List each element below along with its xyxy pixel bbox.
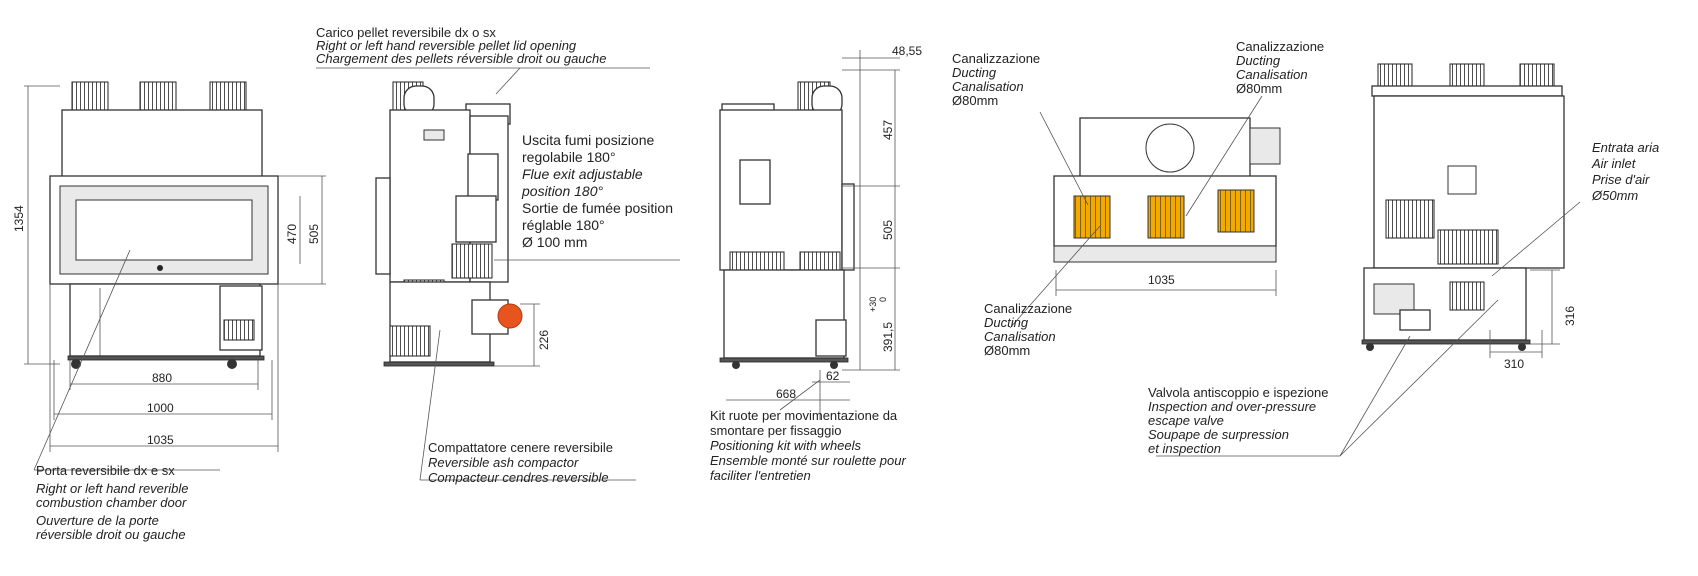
pellet-label: Carico pellet reversibile dx o sx Right … <box>316 26 607 65</box>
door-label-en2: combustion chamber door <box>36 495 187 510</box>
valve-fr2: et inspection <box>1148 441 1221 456</box>
dim-side-505: 505 <box>881 220 895 240</box>
top-view <box>1009 95 1281 329</box>
valve-en1: Inspection and over-pressure <box>1148 399 1317 414</box>
duct-b-en: Ducting <box>1236 53 1281 68</box>
dim-front-1035: 1035 <box>147 433 174 447</box>
air-fr: Prise d'air <box>1592 172 1650 187</box>
side-view-flue <box>316 67 680 481</box>
flue-label-it1: Uscita fumi posizione <box>522 132 655 148</box>
dim-top-1035: 1035 <box>1148 273 1175 287</box>
duct-a-label: Canalizzazione Ducting Canalisation Ø80m… <box>952 52 1040 108</box>
flue-label-en1: Flue exit adjustable <box>522 166 643 182</box>
door-label: Porta reversibile dx e sx Right or left … <box>36 464 188 542</box>
door-label-fr2: réversible droit ou gauche <box>36 527 186 542</box>
duct-b-label: Canalizzazione Ducting Canalisation Ø80m… <box>1236 40 1324 96</box>
dim-front-height: 1354 <box>12 205 26 232</box>
duct-a-fr: Canalisation <box>952 79 1024 94</box>
side-view-wheels <box>719 50 900 420</box>
air-inlet-label: Entrata aria Air inlet Prise d'air Ø50mm <box>1592 140 1659 204</box>
air-en: Air inlet <box>1592 156 1636 171</box>
dim-side-668: 668 <box>776 387 796 401</box>
wheels-label-fr1: Ensemble monté sur roulette pour <box>710 453 906 468</box>
ash-label: Compattatore cenere reversibile Reversib… <box>428 440 613 485</box>
dim-rear-316: 316 <box>1563 306 1577 326</box>
dim-front-1000: 1000 <box>147 401 174 415</box>
duct-a-it: Canalizzazione <box>952 51 1041 66</box>
duct-b-dia: Ø80mm <box>1236 81 1283 96</box>
dim-side-tol-plus: +30 <box>868 297 878 312</box>
door-label-fr1: Ouverture de la porte <box>36 513 159 528</box>
dim-side-top: 48,55 <box>892 44 922 58</box>
duct-b-it: Canalizzazione <box>1236 39 1325 54</box>
dim-front-880: 880 <box>152 371 172 385</box>
duct-b-fr: Canalisation <box>1236 67 1308 82</box>
air-dia: Ø50mm <box>1592 188 1639 203</box>
pellet-label-en: Right or left hand reversible pellet lid… <box>316 38 577 53</box>
flue-label-en2: position 180° <box>522 183 604 199</box>
dim-flue-226: 226 <box>537 330 551 350</box>
dimension-labels: 1354 470 505 880 1000 1035 226 48,55 457… <box>12 44 1577 447</box>
dim-front-glass: 470 <box>285 224 299 244</box>
wheels-label-it2: smontare per fissaggio <box>710 423 842 438</box>
air-it: Entrata aria <box>1592 140 1660 155</box>
wheels-label-fr2: faciliter l'entretien <box>710 468 811 483</box>
valve-fr1: Soupape de surpression <box>1148 427 1289 442</box>
valve-en2: escape valve <box>1148 413 1224 428</box>
dim-side-3915: 391,5 <box>881 322 895 352</box>
dim-rear-310: 310 <box>1504 357 1524 371</box>
wheels-label-it1: Kit ruote per movimentazione da <box>710 408 898 423</box>
flue-label-dia: Ø 100 mm <box>522 234 588 250</box>
ash-label-it: Compattatore cenere reversibile <box>428 440 613 455</box>
duct-c-it: Canalizzazione <box>984 301 1073 316</box>
duct-c-en: Ducting <box>984 315 1029 330</box>
front-view <box>24 81 326 471</box>
flue-label: Uscita fumi posizione regolabile 180° Fl… <box>522 132 673 251</box>
ash-label-en: Reversible ash compactor <box>428 455 579 470</box>
valve-label: Valvola antiscoppio e ispezione Inspecti… <box>1148 386 1328 456</box>
door-label-it: Porta reversibile dx e sx <box>36 463 175 478</box>
wheels-label-en: Positioning kit with wheels <box>710 438 862 453</box>
dim-side-62: 62 <box>826 369 840 383</box>
wheels-label: Kit ruote per movimentazione da smontare… <box>710 408 906 483</box>
ash-label-fr: Compacteur cendres reversible <box>428 470 609 485</box>
pellet-label-it: Carico pellet reversibile dx o sx <box>316 25 496 40</box>
duct-a-en: Ducting <box>952 65 997 80</box>
valve-it: Valvola antiscoppio e ispezione <box>1148 385 1329 400</box>
flue-label-it2: regolabile 180° <box>522 149 616 165</box>
pellet-label-fr: Chargement des pellets réversible droit … <box>316 51 607 66</box>
duct-c-fr: Canalisation <box>984 329 1056 344</box>
flue-label-fr1: Sortie de fumée position <box>522 200 673 216</box>
duct-a-dia: Ø80mm <box>952 93 999 108</box>
duct-c-dia: Ø80mm <box>984 343 1031 358</box>
dim-side-457: 457 <box>881 120 895 140</box>
flue-label-fr2: réglable 180° <box>522 217 605 233</box>
door-label-en1: Right or left hand reverible <box>36 481 189 496</box>
dim-front-frame: 505 <box>307 224 321 244</box>
duct-c-label: Canalizzazione Ducting Canalisation Ø80m… <box>984 302 1072 358</box>
rear-view <box>1156 63 1581 457</box>
dim-side-tol-zero: 0 <box>878 297 888 302</box>
